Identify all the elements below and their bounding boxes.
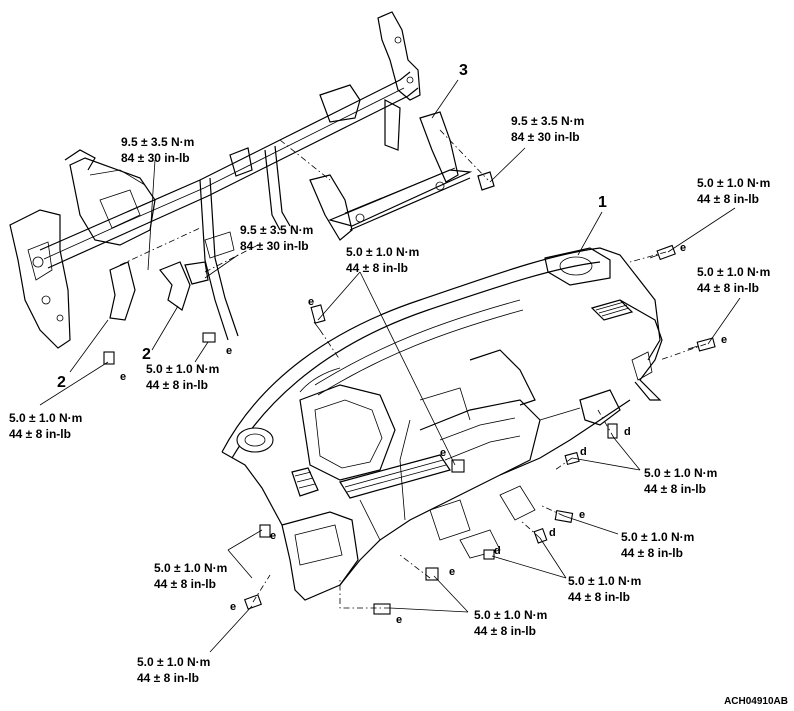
- torque-spec-upper-center: 9.5 ± 3.5 N·m 84 ± 30 in-lb: [240, 222, 313, 254]
- torque-inlb: 44 ± 8 in-lb: [568, 590, 630, 604]
- torque-spec-support-center: 5.0 ± 1.0 N·m 44 ± 8 in-lb: [146, 361, 219, 393]
- fastener-letter-d: d: [494, 545, 501, 557]
- fastener-letter-e: e: [308, 296, 315, 308]
- fastener-letter-e: e: [449, 566, 456, 578]
- torque-inlb: 44 ± 8 in-lb: [697, 192, 759, 206]
- fastener-letter-e: e: [226, 345, 233, 357]
- torque-inlb: 44 ± 8 in-lb: [474, 624, 536, 638]
- torque-nm: 9.5 ± 3.5 N·m: [240, 223, 314, 237]
- torque-spec-support-left: 5.0 ± 1.0 N·m 44 ± 8 in-lb: [9, 410, 82, 442]
- torque-nm: 5.0 ± 1.0 N·m: [9, 411, 83, 425]
- torque-nm: 5.0 ± 1.0 N·m: [697, 265, 771, 279]
- torque-nm: 5.0 ± 1.0 N·m: [137, 655, 211, 669]
- leader-lines: [39, 79, 741, 653]
- fastener-letter-e: e: [270, 530, 277, 542]
- torque-spec-panel-top: 5.0 ± 1.0 N·m 44 ± 8 in-lb: [346, 244, 419, 276]
- torque-inlb: 44 ± 8 in-lb: [9, 427, 71, 441]
- fastener-letter-e: e: [579, 509, 586, 521]
- torque-inlb: 44 ± 8 in-lb: [137, 671, 199, 685]
- torque-spec-mid-right: 5.0 ± 1.0 N·m 44 ± 8 in-lb: [621, 529, 694, 561]
- torque-nm: 5.0 ± 1.0 N·m: [474, 608, 548, 622]
- torque-inlb: 44 ± 8 in-lb: [621, 546, 683, 560]
- fastener-letter-e: e: [230, 601, 237, 613]
- fastener-letter-d: d: [549, 527, 556, 539]
- torque-inlb: 84 ± 30 in-lb: [511, 130, 580, 144]
- torque-spec-right-d: 5.0 ± 1.0 N·m 44 ± 8 in-lb: [644, 465, 717, 497]
- torque-inlb: 84 ± 30 in-lb: [121, 151, 190, 165]
- callout-2-left: 2: [57, 374, 66, 391]
- callout-2-right: 2: [142, 346, 151, 363]
- torque-inlb: 44 ± 8 in-lb: [697, 281, 759, 295]
- torque-spec-upper-right: 9.5 ± 3.5 N·m 84 ± 30 in-lb: [511, 113, 584, 145]
- instrument-panel: [221, 247, 663, 601]
- fasteners: [103, 244, 716, 615]
- torque-spec-upper-left: 9.5 ± 3.5 N·m 84 ± 30 in-lb: [121, 134, 194, 166]
- torque-spec-bottom-center: 5.0 ± 1.0 N·m 44 ± 8 in-lb: [474, 607, 547, 639]
- torque-spec-right-top: 5.0 ± 1.0 N·m 44 ± 8 in-lb: [697, 175, 770, 207]
- fastener-letter-e: e: [120, 371, 127, 383]
- center-stay-bracket: [309, 111, 495, 241]
- callout-1: 1: [598, 194, 607, 211]
- figure-code: ACH04910AB: [724, 696, 788, 707]
- fastener-letter-e: e: [721, 334, 728, 346]
- fastener-letter-d: d: [624, 426, 631, 438]
- torque-inlb: 44 ± 8 in-lb: [146, 378, 208, 392]
- fastener-letter-e: e: [396, 614, 403, 626]
- callout-3: 3: [459, 62, 468, 79]
- torque-spec-bottom-left: 5.0 ± 1.0 N·m 44 ± 8 in-lb: [137, 654, 210, 686]
- torque-nm: 5.0 ± 1.0 N·m: [697, 176, 771, 190]
- torque-inlb: 44 ± 8 in-lb: [644, 482, 706, 496]
- torque-inlb: 44 ± 8 in-lb: [154, 577, 216, 591]
- fastener-letter-e: e: [440, 447, 447, 459]
- torque-spec-right-side: 5.0 ± 1.0 N·m 44 ± 8 in-lb: [697, 264, 770, 296]
- torque-nm: 5.0 ± 1.0 N·m: [568, 574, 642, 588]
- torque-nm: 9.5 ± 3.5 N·m: [121, 135, 195, 149]
- torque-nm: 5.0 ± 1.0 N·m: [346, 245, 420, 259]
- torque-inlb: 44 ± 8 in-lb: [346, 261, 408, 275]
- torque-nm: 5.0 ± 1.0 N·m: [154, 561, 228, 575]
- torque-inlb: 84 ± 30 in-lb: [240, 239, 309, 253]
- torque-nm: 5.0 ± 1.0 N·m: [621, 530, 695, 544]
- steering-support-member: [9, 11, 421, 349]
- fastener-letter-e: e: [680, 242, 687, 254]
- torque-spec-lower-center-right: 5.0 ± 1.0 N·m 44 ± 8 in-lb: [568, 573, 641, 605]
- torque-nm: 5.0 ± 1.0 N·m: [644, 466, 718, 480]
- torque-spec-lower-left: 5.0 ± 1.0 N·m 44 ± 8 in-lb: [154, 560, 227, 592]
- torque-nm: 5.0 ± 1.0 N·m: [146, 362, 220, 376]
- fastener-letter-d: d: [580, 446, 587, 458]
- torque-nm: 9.5 ± 3.5 N·m: [511, 114, 585, 128]
